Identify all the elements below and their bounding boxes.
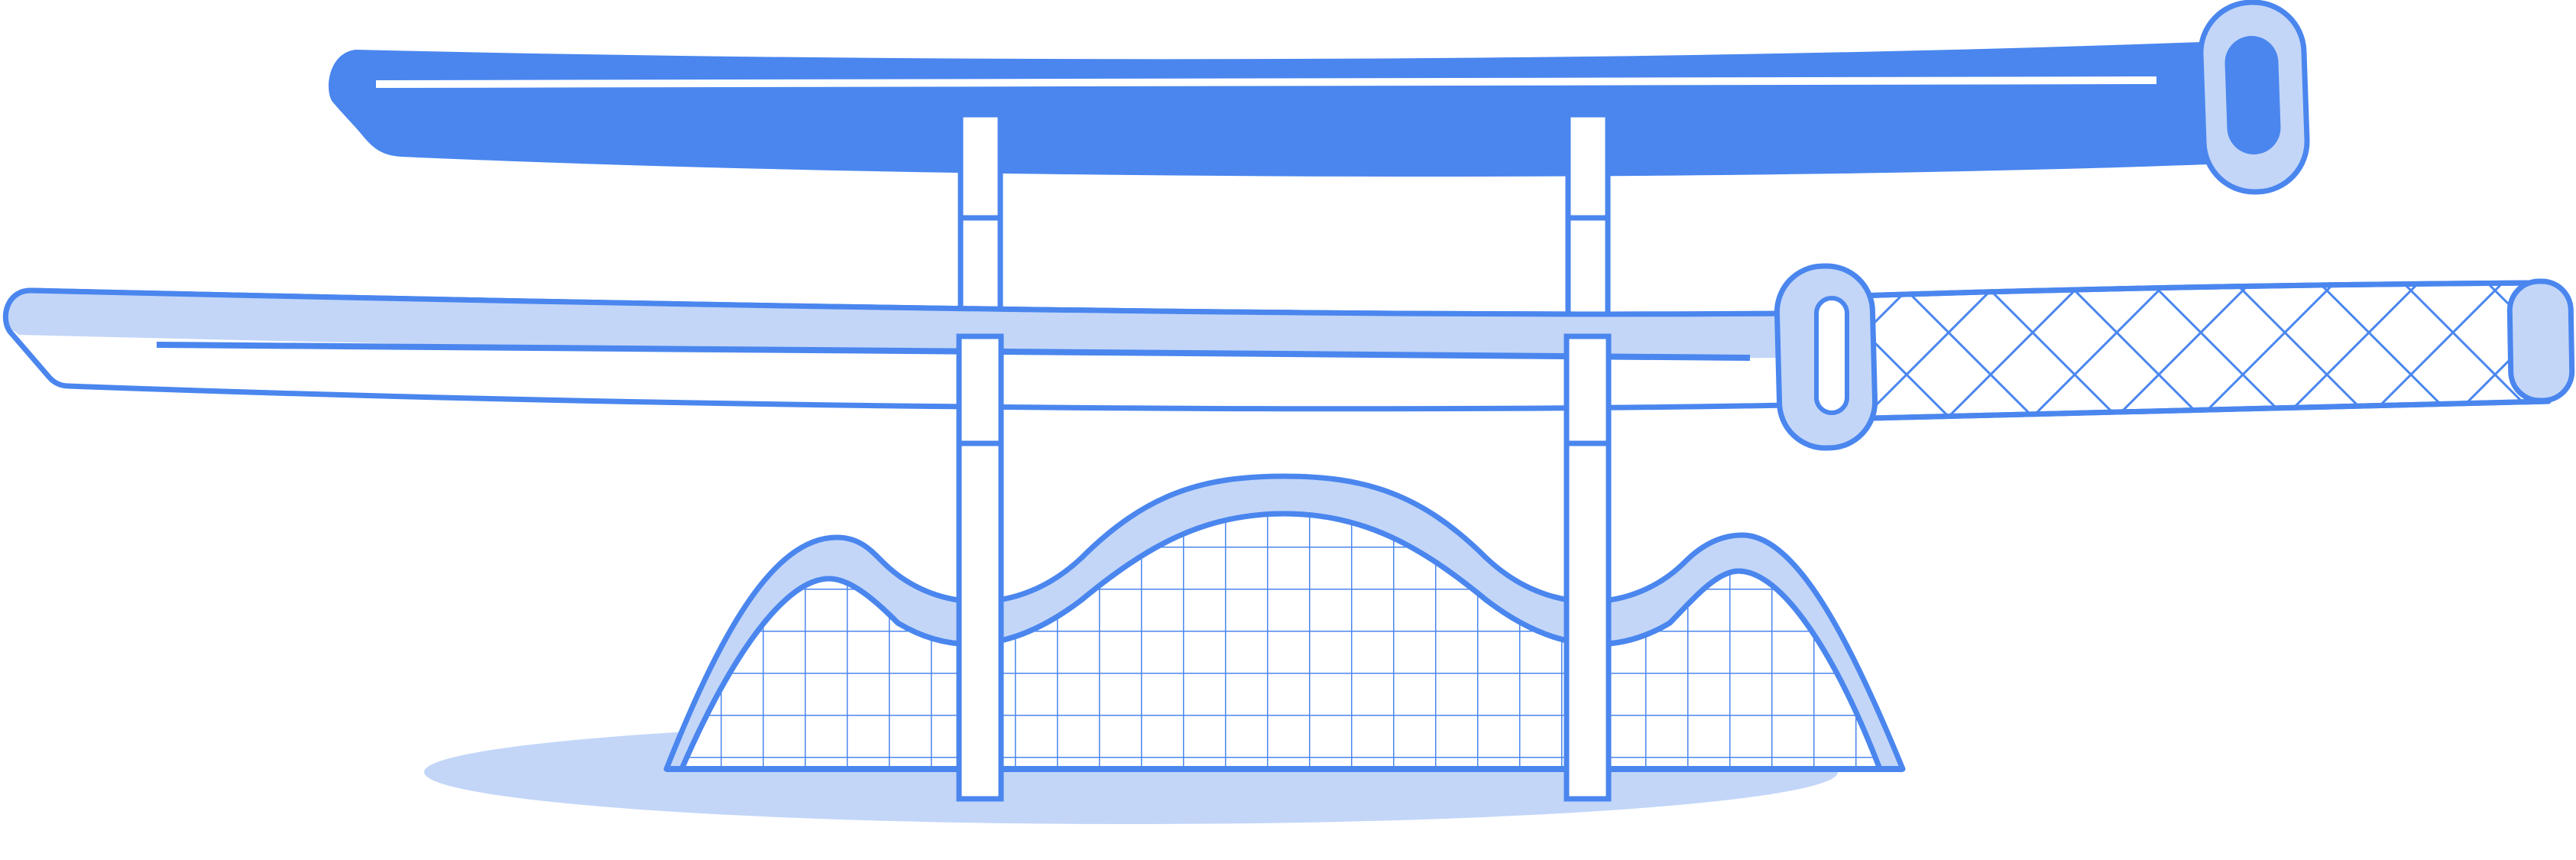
stand-posts-front <box>956 333 1612 802</box>
right-post-top <box>1565 112 1611 221</box>
upper-katana-highlight <box>375 76 2157 88</box>
stand-posts <box>957 112 1611 320</box>
lower-katana-blade-band <box>7 290 1788 359</box>
right-post-bottom <box>1563 333 1612 446</box>
lower-katana-cap <box>2506 278 2575 404</box>
stand-base-grid <box>682 514 1880 769</box>
left-post-top <box>957 112 1003 221</box>
lower-katana <box>2 263 2575 451</box>
lower-katana-edge-line <box>156 342 1751 361</box>
upper-katana <box>329 0 2310 195</box>
left-post-bottom <box>956 333 1004 446</box>
stand-base <box>663 473 1906 772</box>
upper-katana-blade <box>329 42 2209 177</box>
upper-katana-cap-slot <box>2224 36 2281 154</box>
